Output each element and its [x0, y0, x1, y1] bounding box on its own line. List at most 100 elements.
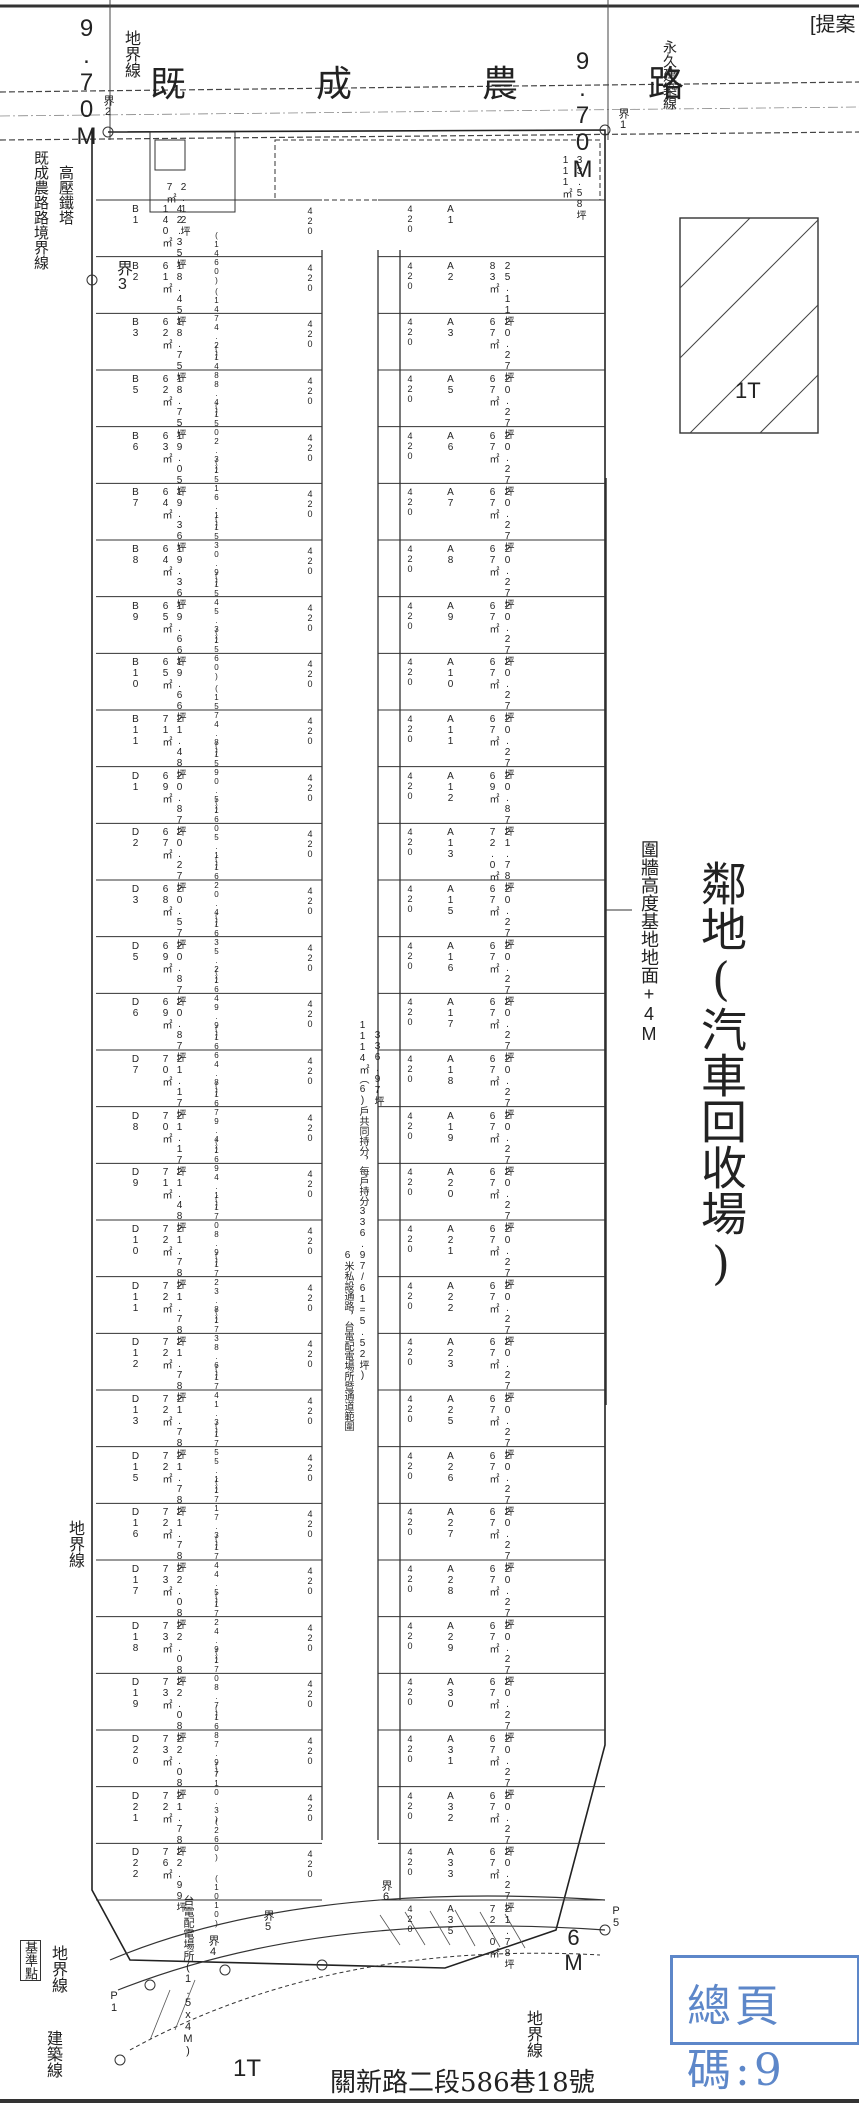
lot-b-width: 420 — [305, 262, 315, 293]
lot-a-width: 420 — [405, 657, 415, 688]
lot-a-area-m2: 67㎡ — [487, 1734, 498, 1766]
lot-b-length: (1560) — [212, 627, 221, 682]
lot-b-area-ping: 22.08坪 — [174, 1677, 185, 1743]
lot-a-id: A20 — [445, 1167, 456, 1201]
lot-b-area-ping: 21.17坪 — [174, 1054, 185, 1119]
tower-label: 高壓鐵塔 — [57, 165, 74, 225]
lot-a-width: 420 — [405, 827, 415, 858]
lot-a-width: 420 — [405, 1734, 415, 1764]
lot-b-length: (1516.1) — [212, 457, 221, 530]
lot-a-id: A30 — [445, 1677, 456, 1711]
lot-a-area-ping: 20.27坪 — [502, 487, 513, 553]
lot-a-area-ping: 20.27坪 — [502, 1507, 513, 1573]
lot-b-area-m2: 65㎡ — [160, 600, 171, 633]
lot-b-id: D12 — [130, 1337, 141, 1371]
site-boundary-mid: 地界線 — [66, 1520, 83, 1568]
lot-b-length: (1723.8) — [212, 1250, 221, 1323]
lot-b-area-m2: 72㎡ — [160, 1790, 171, 1823]
lot-a-width: 420 — [405, 1790, 415, 1821]
lot-b-width: 420 — [305, 1622, 315, 1653]
lot-a-width: 420 — [405, 714, 415, 744]
lot-a-area-m2: 67㎡ — [487, 317, 498, 350]
lot-a-width: 420 — [405, 204, 415, 234]
lot-b0-ping: 2.12坪 — [178, 182, 189, 236]
lot-a-width: 420 — [405, 1620, 415, 1651]
lot-b-area-ping: 21.48坪 — [174, 714, 185, 779]
boundary-marker-2: 界2 — [102, 95, 114, 118]
lot-b-area-ping: 21.17坪 — [174, 1110, 185, 1176]
lot-b-area-ping: 20.87坪 — [174, 997, 185, 1063]
lot-a-area-m2: 72.0㎡ — [487, 1904, 498, 1958]
boundary-marker-6: 界6 — [380, 1880, 392, 1903]
lot-a-corner-ping: 33.58坪 — [574, 155, 585, 220]
lot-b-area-m2: 62㎡ — [160, 374, 171, 406]
lot-b-width: 420 — [305, 659, 315, 690]
lot-b-length: (1708.7) — [212, 1647, 221, 1720]
lot-a-width: 420 — [405, 374, 415, 404]
lot-a-id: A3 — [445, 317, 456, 340]
lot-b-area-ping: 21.78坪 — [174, 1394, 185, 1459]
building-line-label: 建築線 — [44, 2030, 61, 2078]
lot-b-width: 420 — [305, 319, 315, 350]
lot-a-width: 420 — [405, 544, 415, 574]
lot-b-width: 420 — [305, 1339, 315, 1370]
lot-a-area-m2: 67㎡ — [487, 657, 498, 690]
road-width-right: 9.70M — [569, 48, 596, 183]
lot-a-area-m2: 67㎡ — [487, 1677, 498, 1710]
lot-b-width: 420 — [305, 942, 315, 973]
lot-b-area-m2: 76㎡ — [160, 1847, 171, 1880]
lot-b-width: 420 — [305, 1282, 315, 1313]
lot-a-area-m2: 67㎡ — [487, 1790, 498, 1823]
lot-b-area-ping: 18.75坪 — [174, 317, 185, 383]
lot-b-id: B9 — [130, 600, 141, 623]
lot-a-width: 420 — [405, 1677, 415, 1708]
lot-b-id: D8 — [130, 1110, 141, 1133]
lot-b-area-m2: 61㎡ — [160, 260, 171, 293]
lot-a-id: A15 — [445, 884, 456, 917]
lot-a-width: 420 — [405, 487, 415, 518]
lot-b-width: 420 — [305, 999, 315, 1030]
lot-b-area-m2: 140㎡ — [160, 204, 171, 247]
lot-b-length: (1010) — [212, 1874, 221, 1928]
lot-b-area-m2: 64㎡ — [160, 544, 171, 576]
lot-a-width: 420 — [405, 1054, 415, 1084]
lot-a-area-m2: 67㎡ — [487, 1450, 498, 1483]
lot-a-area-m2: 67㎡ — [487, 374, 498, 406]
lot-b-width: 420 — [305, 602, 315, 633]
address-label: 關新路二段586巷18號 — [330, 2068, 595, 2098]
lot-b-area-ping: 20.87坪 — [174, 940, 185, 1006]
lot-a-area-ping: 20.27坪 — [502, 374, 513, 439]
lot-b-id: D15 — [130, 1450, 141, 1484]
lot-a-area-m2: 67㎡ — [487, 1280, 498, 1313]
lot-b-area-m2: 71㎡ — [160, 1167, 171, 1200]
lot-b-area-m2: 73㎡ — [160, 1677, 171, 1710]
lot-a-area-ping: 20.27坪 — [502, 997, 513, 1063]
lot-b-area-ping: 20.87坪 — [174, 770, 185, 836]
lot-b-area-m2: 72㎡ — [160, 1337, 171, 1370]
lot-b-id: D9 — [130, 1167, 141, 1190]
lot-a-area-m2: 67㎡ — [487, 487, 498, 520]
lot-a-width: 420 — [405, 1904, 415, 1934]
lot-b-length: (710.3) — [212, 1760, 221, 1824]
lot-b-id: B1 — [130, 204, 141, 226]
lot-a-area-m2: 67㎡ — [487, 1224, 498, 1256]
lot-b-id: B6 — [130, 430, 141, 453]
lot-b-area-m2: 70㎡ — [160, 1110, 171, 1143]
lot-b-id: D2 — [130, 827, 141, 850]
lot-a-area-ping: 20.27坪 — [502, 884, 513, 949]
lot-a-id: A23 — [445, 1337, 456, 1371]
lot-b-area-m2: 72㎡ — [160, 1394, 171, 1426]
lot-b-area-ping: 21.78坪 — [174, 1507, 185, 1573]
lot-b-id: D13 — [130, 1394, 141, 1427]
boundary-marker-5: 界5 — [262, 1910, 274, 1933]
lot-b-width: 420 — [305, 1169, 315, 1200]
lot-b-length: (1460) — [212, 230, 221, 285]
lot-b-area-m2: 72㎡ — [160, 1224, 171, 1256]
lot-b-id: D6 — [130, 997, 141, 1020]
lot-a-id: A35 — [445, 1904, 456, 1937]
lot-a-area-m2: 83㎡ — [487, 260, 498, 293]
lot-b-id: B11 — [130, 714, 141, 747]
lot-a-area-m2: 67㎡ — [487, 884, 498, 916]
lot-a-area-m2: 67㎡ — [487, 1110, 498, 1143]
lot-a-id: A16 — [445, 940, 456, 974]
